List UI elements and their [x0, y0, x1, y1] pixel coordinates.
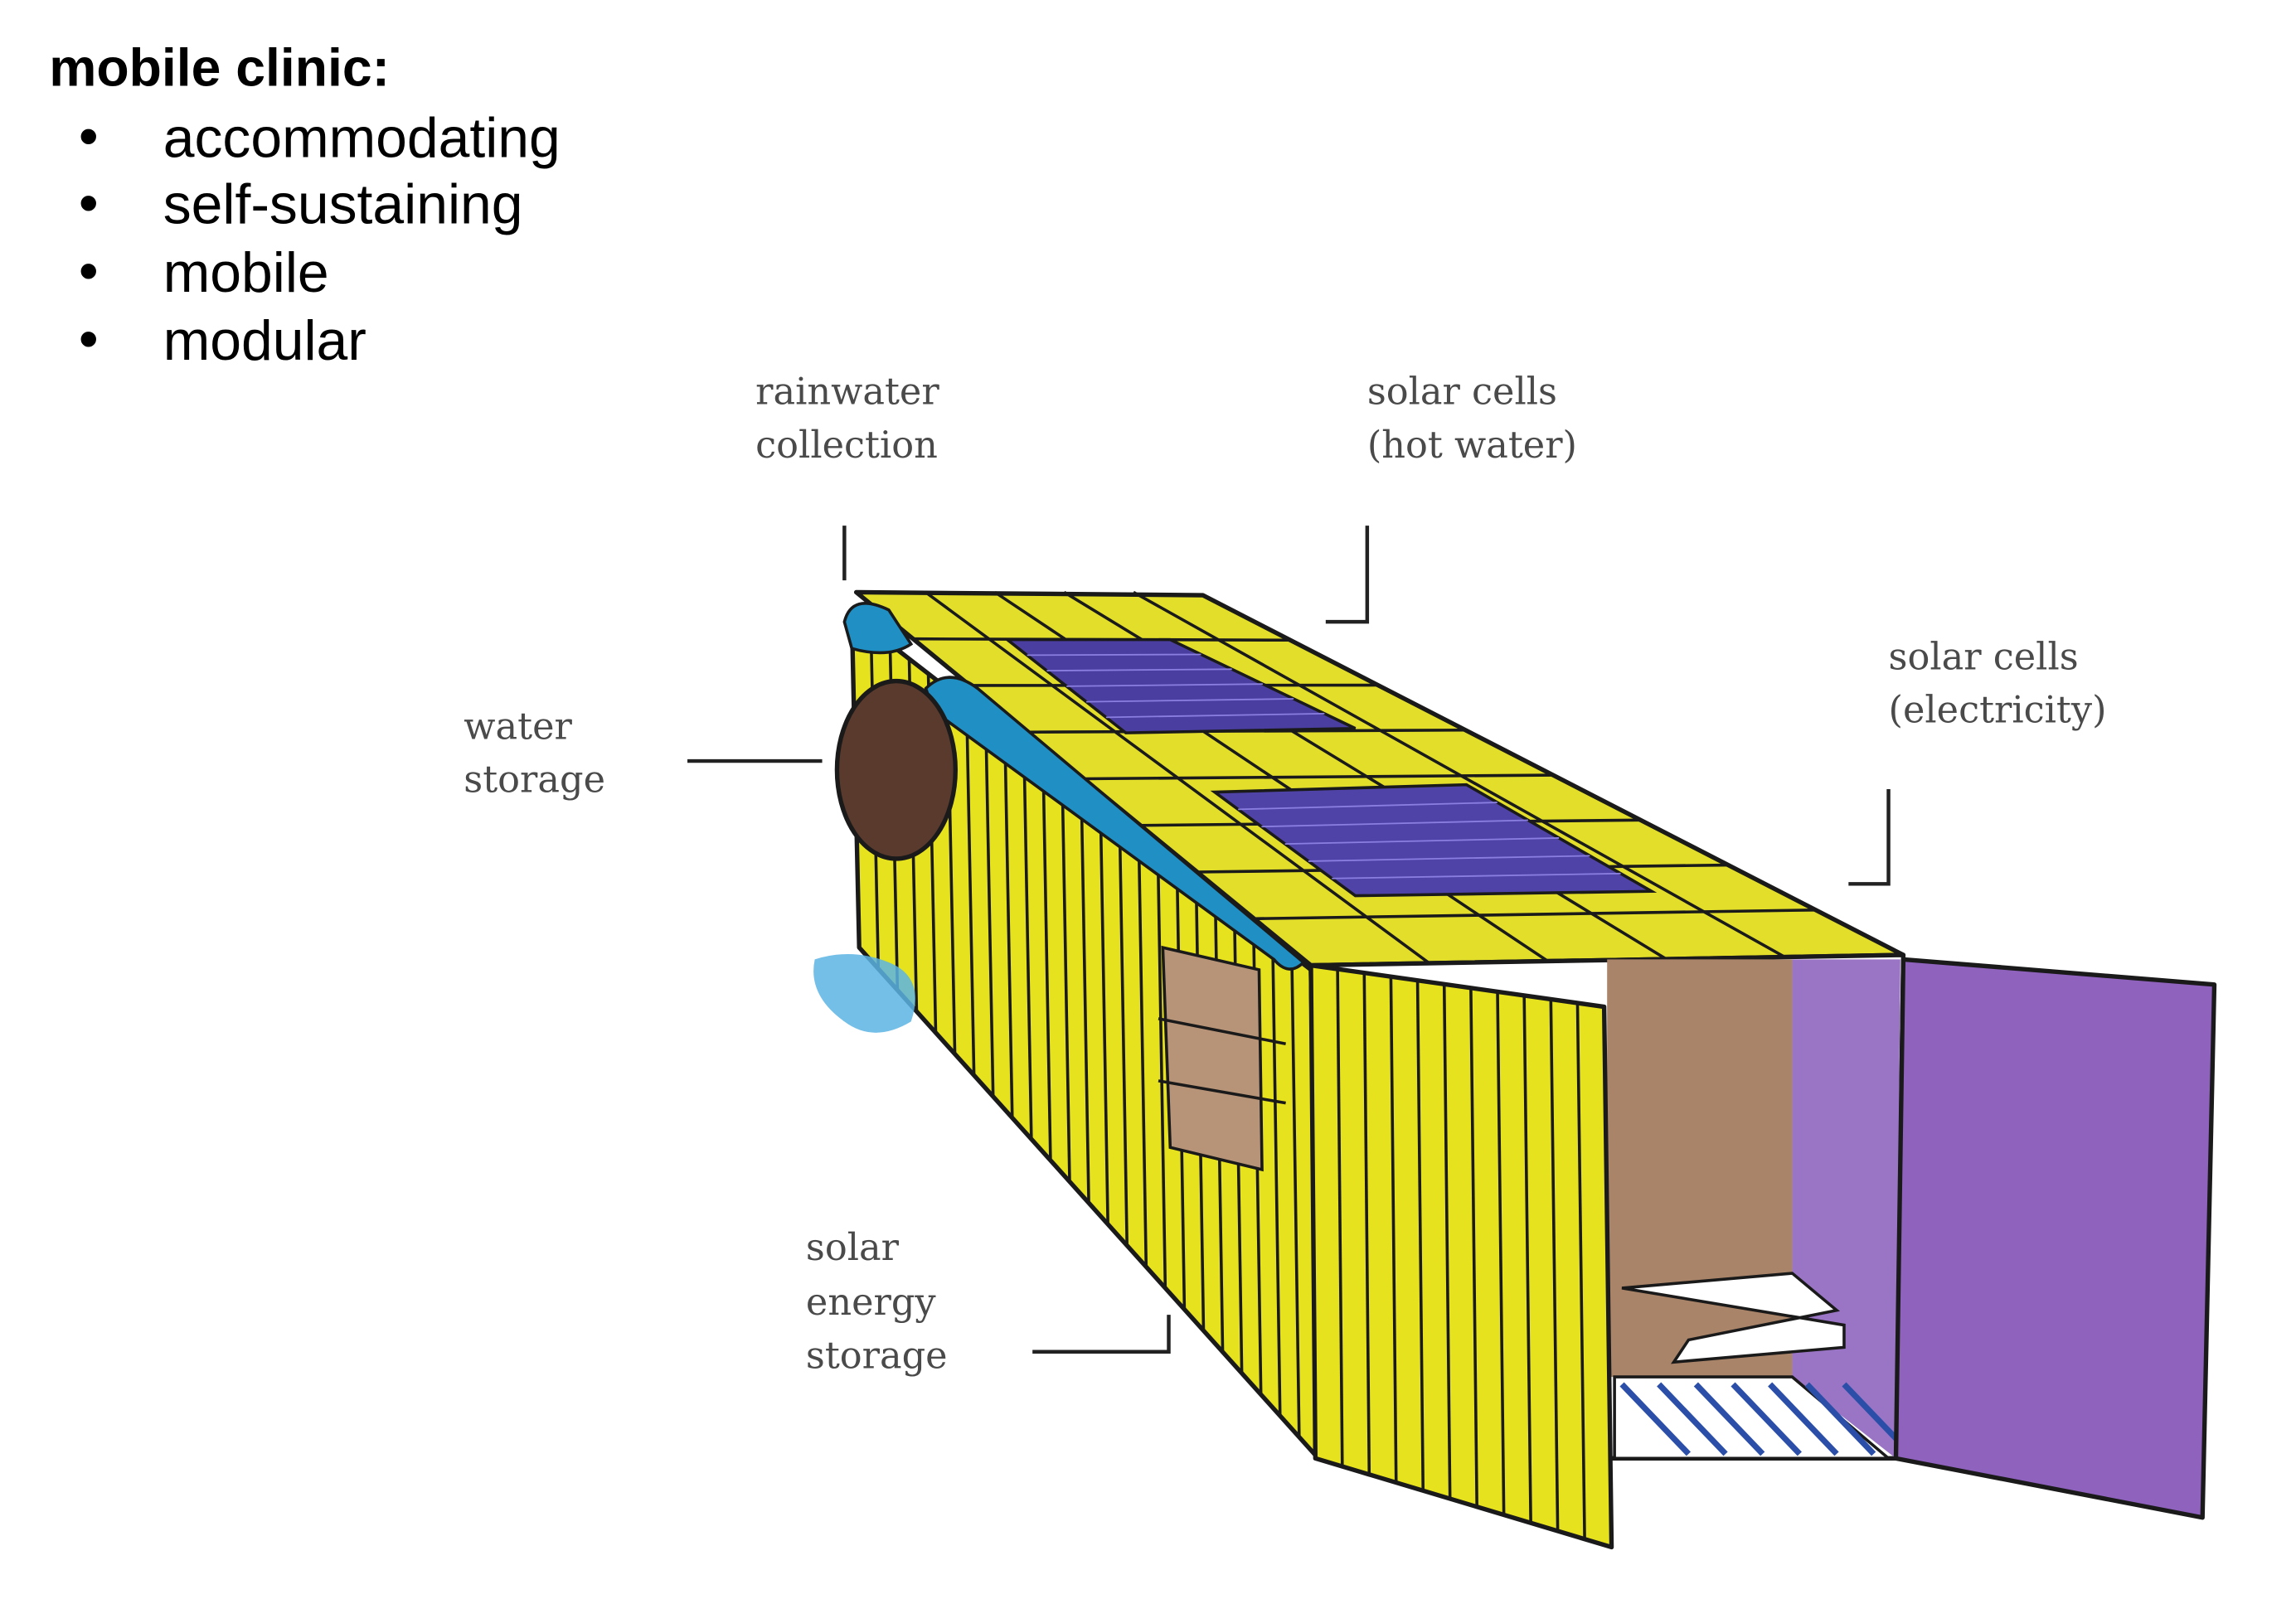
svg-text:solar: solar [806, 1226, 900, 1269]
label-water-storage: water storage [464, 705, 823, 802]
svg-text:•: • [79, 106, 99, 168]
diagram-title: mobile clinic: [49, 38, 390, 98]
label-rainwater-collection: rainwater collection [755, 371, 939, 581]
svg-text:storage: storage [806, 1334, 948, 1377]
leader-line [1032, 1315, 1171, 1354]
feature-list: •accommodating •self-sustaining •mobile … [79, 106, 561, 372]
leader-line [1848, 788, 1891, 886]
container-illustration [813, 589, 2217, 1550]
label-solar-cells-hot-water: solar cells (hot water) [1325, 371, 1577, 624]
svg-text:(electricity): (electricity) [1889, 689, 2107, 732]
feature-item: mobile [163, 242, 329, 304]
water-splash [813, 954, 915, 1033]
front-left-door [1308, 962, 1614, 1550]
interior-wall [1607, 959, 1793, 1378]
feature-item: modular [163, 310, 366, 372]
svg-text:storage: storage [464, 758, 605, 802]
svg-text:water: water [464, 705, 572, 748]
rainwater-gutter [924, 676, 1306, 971]
bed-frame [1621, 1272, 1846, 1364]
label-solar-cells-electricity: solar cells (electricity) [1848, 635, 2107, 886]
svg-text:collection: collection [755, 424, 938, 467]
feature-item: self-sustaining [163, 174, 523, 236]
water-storage-tank [834, 678, 958, 861]
svg-text:rainwater: rainwater [755, 371, 939, 414]
leader-line [1325, 526, 1370, 624]
feature-item: accommodating [163, 107, 561, 169]
front-right-door [1893, 957, 2217, 1520]
svg-text:energy: energy [806, 1281, 937, 1324]
label-solar-energy-storage: solar energy storage [806, 1226, 1171, 1377]
solar-energy-storage-box [1161, 945, 1264, 1172]
svg-text:•: • [79, 172, 99, 235]
svg-text:•: • [79, 240, 99, 303]
svg-text:solar cells: solar cells [1367, 371, 1557, 414]
rainwater-gutter [842, 602, 914, 655]
svg-text:solar cells: solar cells [1889, 635, 2079, 678]
svg-text:(hot water): (hot water) [1367, 424, 1577, 467]
svg-text:•: • [79, 308, 99, 371]
